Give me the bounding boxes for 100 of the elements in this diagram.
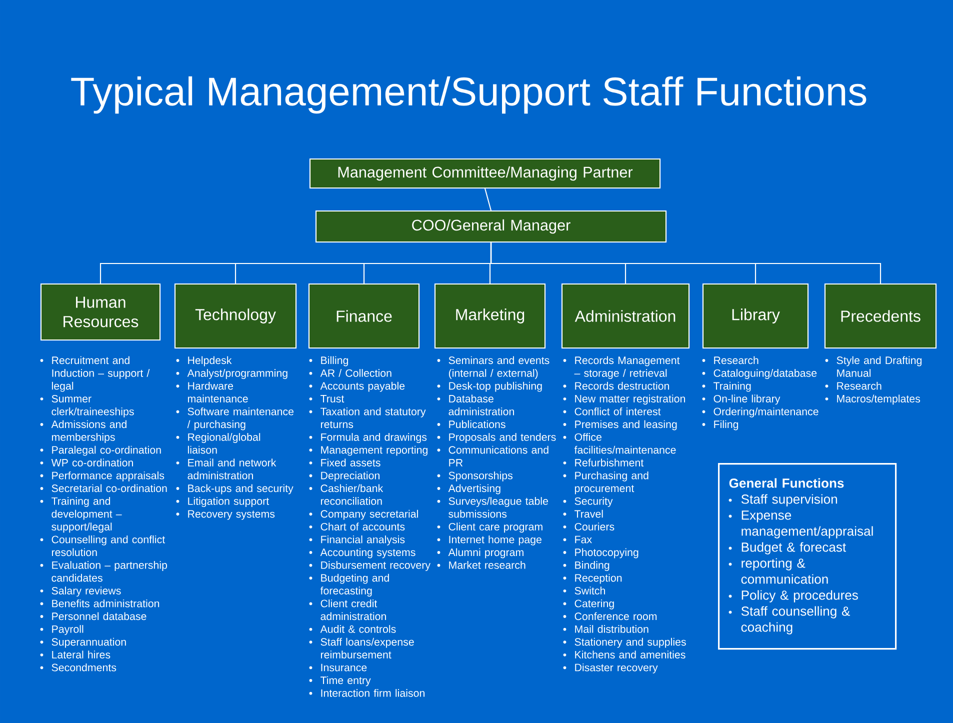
bullet-item: Helpdesk <box>176 356 232 366</box>
bullet-item: Fax <box>563 536 592 544</box>
bullet-item: Policy & procedures <box>728 590 858 602</box>
bullet-item: Regional/global liaison <box>176 433 260 454</box>
title: Typical Management/Support Staff Functions <box>71 76 866 114</box>
bullet-item: Refurbishment <box>563 458 644 466</box>
bullet-item: Internet home page <box>437 535 542 546</box>
bullet-item: Kitchens and amenities <box>563 650 686 658</box>
bullet-item: Billing <box>309 356 348 366</box>
bullet-item: Records Management – storage / retrieval <box>563 356 680 379</box>
bullet-item: Software maintenance / purchasing <box>176 407 294 430</box>
bullet-item: Client care program <box>437 522 542 533</box>
bullet-item: Paralegal co-ordination <box>40 446 161 456</box>
bullet-item: Depreciation <box>309 471 380 482</box>
bullet-item: Publications <box>437 420 506 428</box>
bullet-item: Photocopying <box>563 548 638 558</box>
bullet-item: Mail distribution <box>563 625 648 633</box>
bullet-item: Lateral hires <box>40 650 110 658</box>
bullet-item: Expense management/appraisal <box>728 510 873 538</box>
bullet-item: Disaster recovery <box>563 663 658 674</box>
bullet-item: Personnel database <box>40 612 146 620</box>
functions-box <box>718 463 897 650</box>
bullet-item: Superannuation <box>40 638 126 648</box>
bullet-item: Company secretarial <box>309 510 418 520</box>
bullet-item: Database administration <box>437 394 514 416</box>
bullet-item: Staff supervision <box>728 494 838 506</box>
bullet-item: Recovery systems <box>176 510 275 520</box>
bullet-item: Switch <box>563 586 605 594</box>
bullet-item: Cashier/bank reconciliation <box>309 484 384 505</box>
bullet-item: Recruitment and Induction – support / legal <box>40 356 150 392</box>
function-box: Finance <box>308 283 420 349</box>
bullet-item: Analyst/programming <box>176 369 288 379</box>
bullet-item: Surveys/league table submissions <box>437 497 548 518</box>
bullet-item: Budget & forecast <box>728 542 846 554</box>
bullet-item: Time entry <box>309 676 371 686</box>
bullet-item: Client credit administration <box>309 599 386 620</box>
bullet-item: Premises and leasing <box>563 420 677 430</box>
bullet-item: Accounting systems <box>309 548 416 558</box>
bullet-item: Counselling and conflict resolution <box>40 535 165 556</box>
bullet-item: Management reporting <box>309 446 428 456</box>
bullet-item: Conflict of interest <box>563 407 661 416</box>
bullet-item: Taxation and statutory returns <box>309 407 426 428</box>
bullet-item: Filing <box>702 420 738 430</box>
bullet-item: Macros/templates <box>825 394 920 405</box>
bullet-item: Disbursement recovery <box>309 561 430 571</box>
bullet-item: Back-ups and security <box>176 484 294 494</box>
bullet-item: Security <box>563 497 613 507</box>
function-box: Management Committee/Managing Partner <box>309 158 661 189</box>
bullet-item: Records destruction <box>563 382 670 390</box>
bullet-item: Secondments <box>40 663 116 672</box>
function-box: Precedents <box>824 283 937 349</box>
bullet-item: reporting & communication <box>728 558 828 584</box>
bullet-item: Conference room <box>563 612 657 620</box>
bullet-item: Fixed assets <box>309 458 380 466</box>
bullet-item: Sponsorships <box>437 471 513 482</box>
bullet-item: Seminars and events (internal / external) <box>437 356 550 379</box>
function-box: Technology <box>174 283 297 349</box>
bullet-item: Formula and drawings <box>309 433 427 443</box>
bullet-item: Desk-top publishing <box>437 382 542 392</box>
bullet-item: Audit & controls <box>309 625 396 633</box>
bullet-item: Payroll <box>40 625 84 635</box>
bullet-item: Purchasing and procurement <box>563 471 648 494</box>
bullet-item: Budgeting and forecasting <box>309 574 389 597</box>
bullet-item: Insurance <box>309 664 367 672</box>
bullet-item: Chart of accounts <box>309 522 405 530</box>
function-box: Human Resources <box>40 283 161 341</box>
bullet-item: Staff loans/expense reimbursement <box>309 638 414 658</box>
function-box: COO/General Manager <box>315 210 667 243</box>
bullet-item: Stationery and supplies <box>563 638 686 648</box>
bullet-item: Ordering/maintenance <box>702 407 818 418</box>
function-box: Marketing <box>434 283 546 349</box>
bullet-item: Benefits administration <box>40 599 160 608</box>
bullet-item: Summer clerk/traineeships <box>40 394 134 418</box>
bullet-item: Trust <box>309 395 344 402</box>
bullet-item: Communications and PR <box>437 446 548 466</box>
bullet-item: Interaction firm liaison <box>309 689 424 697</box>
bullet-item: Financial analysis <box>309 535 405 546</box>
bullet-item: Staff counselling & coaching <box>728 606 850 634</box>
bullet-item: Alumni program <box>437 548 524 558</box>
bullet-item: New matter registration <box>563 394 685 405</box>
bullet-item: Office facilities/maintenance <box>563 433 676 454</box>
box-heading: General Functions <box>729 478 844 488</box>
function-box: Library <box>702 283 809 349</box>
bullet-item: Reception <box>563 574 622 584</box>
bullet-item: Catering <box>563 599 614 610</box>
bullet-item: Market research <box>437 561 526 569</box>
bullet-item: Couriers <box>563 522 614 530</box>
bullet-item: Evaluation – partnership candidates <box>40 561 167 582</box>
bullet-item: Training and development – support/legal <box>40 497 122 533</box>
connector-line <box>490 242 882 284</box>
bullet-item: Advertising <box>437 484 500 494</box>
connector-line <box>484 188 492 211</box>
bullet-item: On-line library <box>702 394 780 405</box>
bullet-item: AR / Collection <box>309 369 392 377</box>
bullet-item: Research <box>825 382 882 390</box>
function-box: Administration <box>561 283 690 349</box>
bullet-item: Research <box>702 356 758 364</box>
bullet-item: Binding <box>563 561 610 571</box>
bullet-item: WP co-ordination <box>40 458 133 466</box>
bullet-item: Cataloguing/database <box>702 369 817 379</box>
